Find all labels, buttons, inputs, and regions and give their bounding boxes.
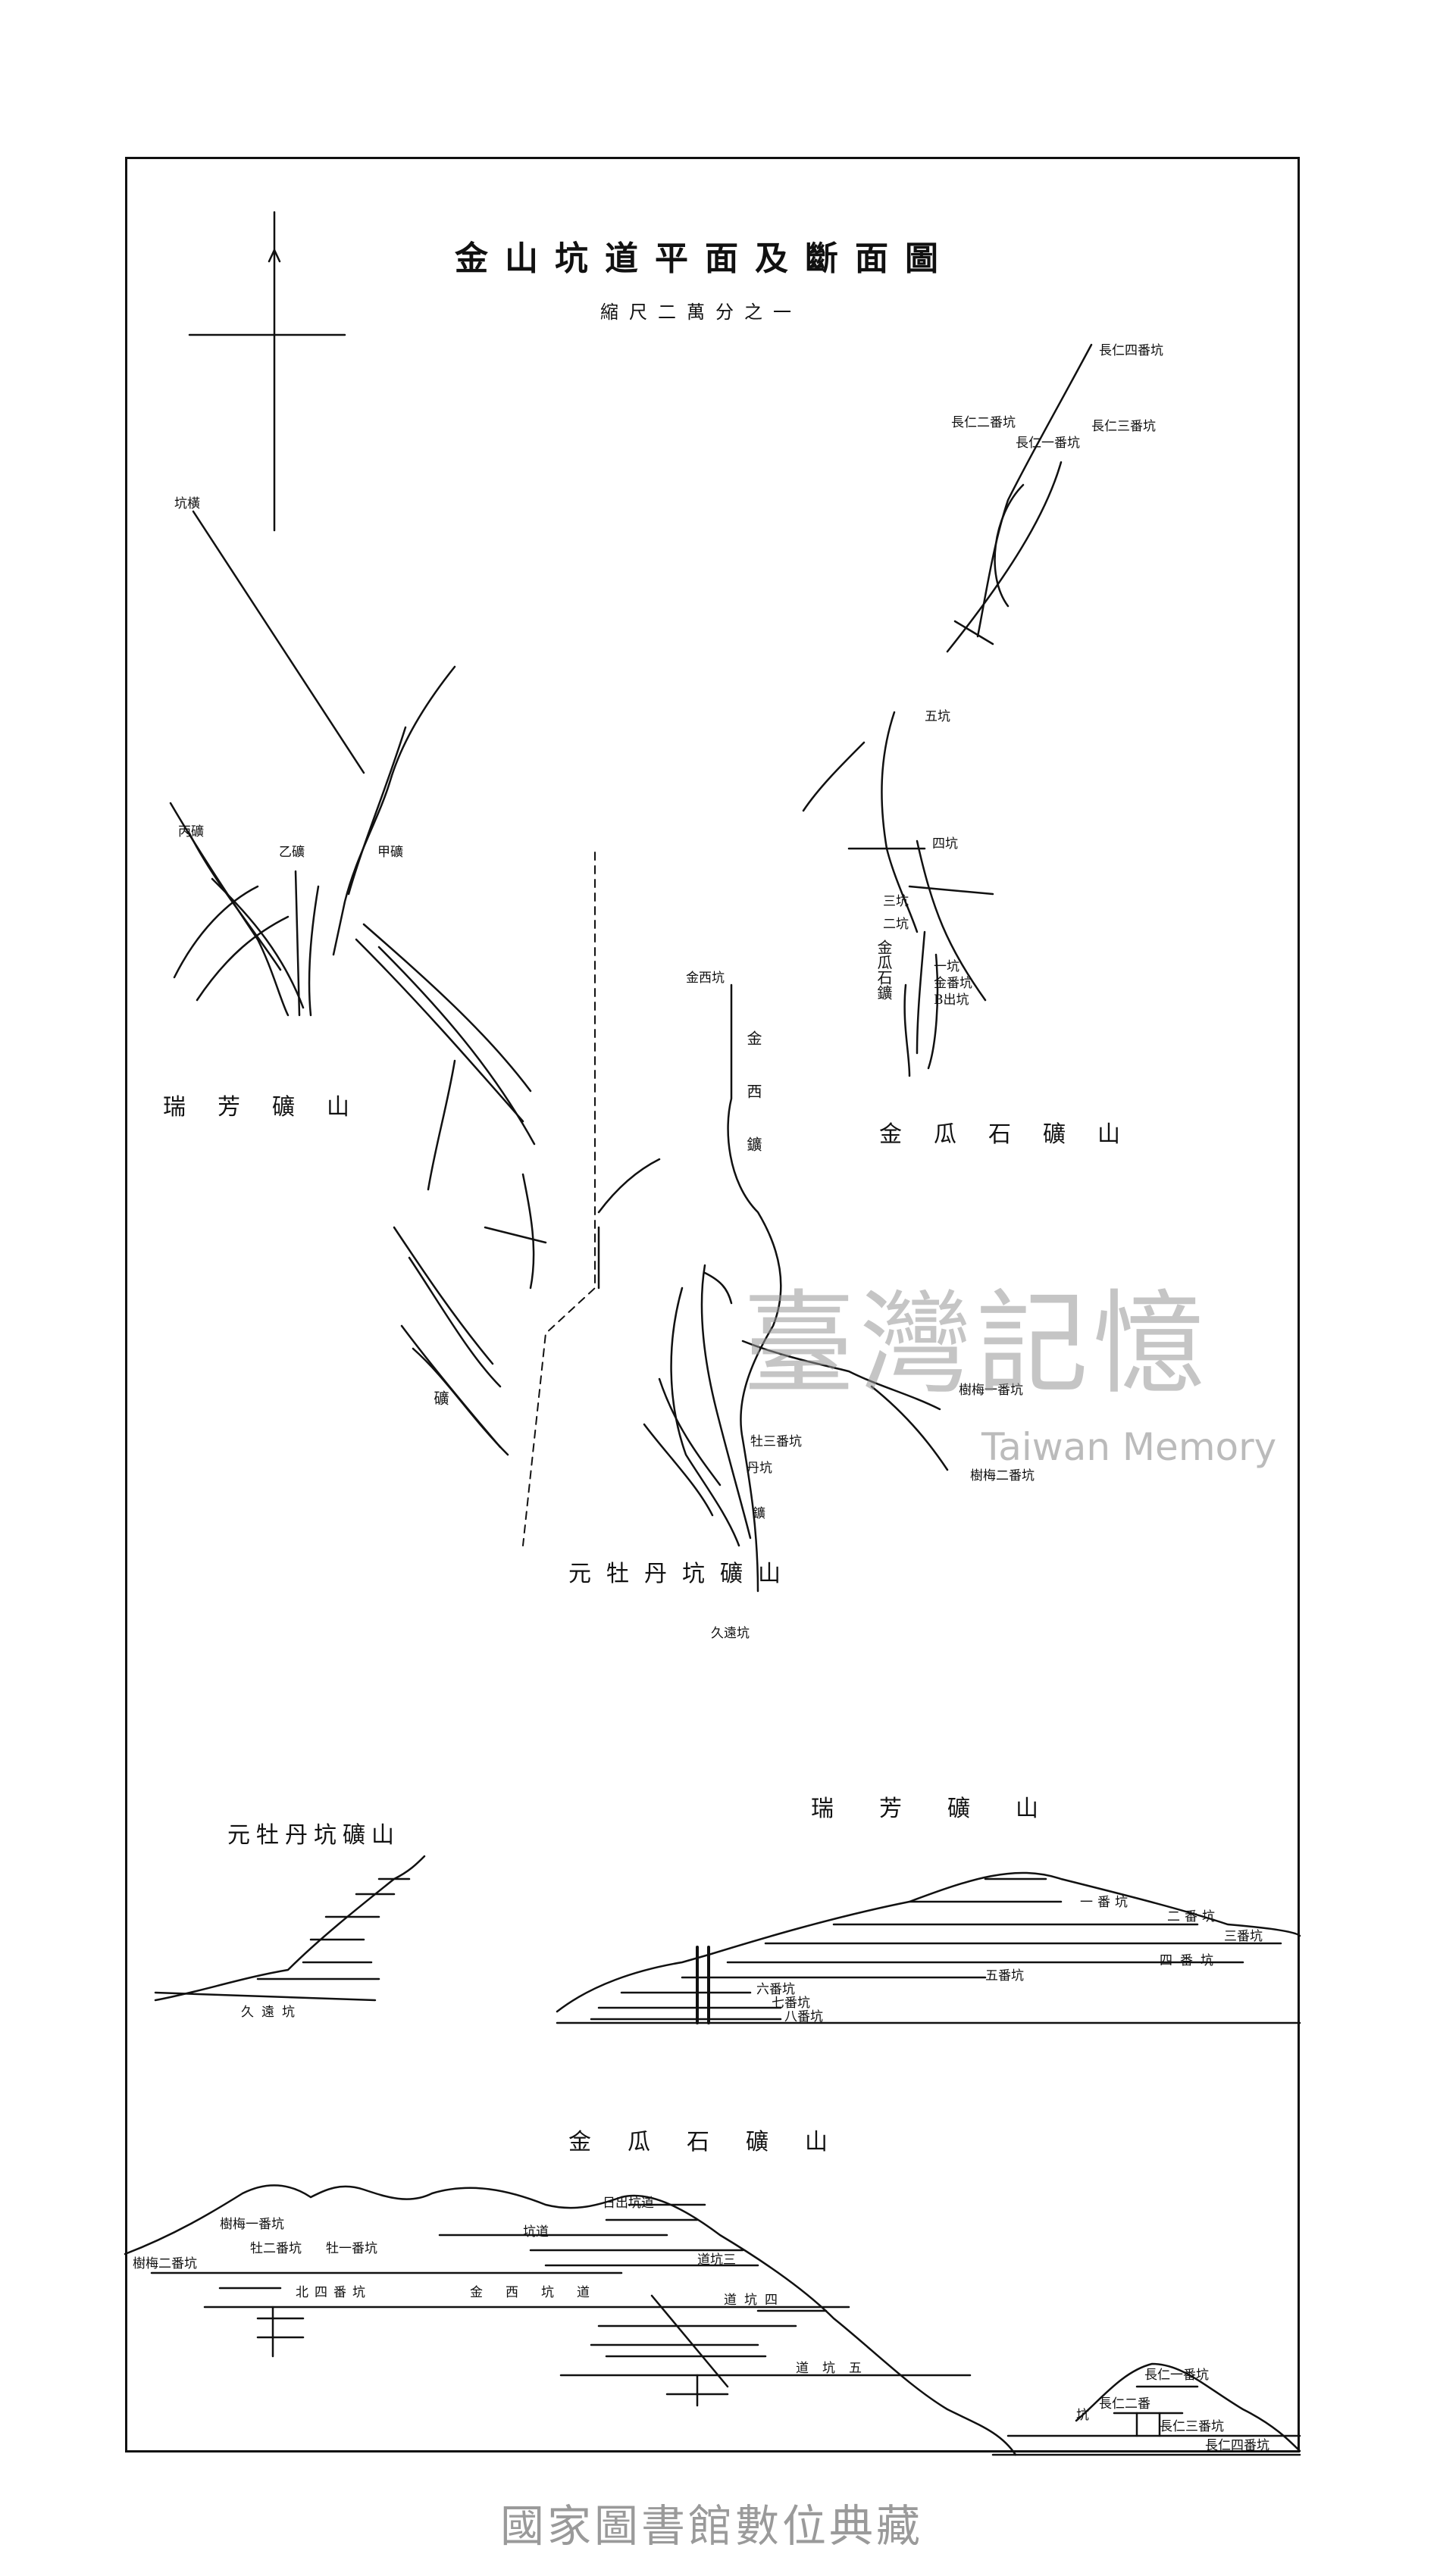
label-changren-1: 長仁一番坑: [1016, 436, 1080, 451]
mudantan-section-drawing: [154, 1855, 426, 2002]
cr-1: 長仁一番坑: [1144, 2368, 1209, 2383]
ruifang-section-label: 瑞芳礦山: [811, 1796, 1084, 1822]
cr-3: 長仁三番坑: [1160, 2419, 1224, 2434]
label-changren-2: 長仁二番坑: [951, 415, 1016, 430]
js-mu-2: 牡二番坑: [250, 2241, 302, 2256]
label-yi-kuang: 乙礦: [279, 845, 305, 860]
ruifang-plan-tunnels: [169, 510, 547, 1456]
sec-fan-8: 八番坑: [784, 2009, 823, 2024]
js-dao-5: 道坑五: [796, 2361, 875, 2376]
page-title: 金山坑道平面及斷面圖: [455, 239, 955, 278]
label-bing-kuang: 丙礦: [178, 824, 204, 839]
label-er-keng: 二坑: [883, 917, 909, 932]
sec-fan-1: 一番坑: [1080, 1895, 1132, 1910]
mudantan-plan-label: 元牡丹坑礦山: [568, 1561, 796, 1587]
js-shu-1: 樹梅一番坑: [220, 2217, 284, 2232]
label-jinxi-vein: 金西鑛: [744, 1030, 762, 1190]
cr-2: 長仁二番: [1099, 2396, 1150, 2412]
sec-fan-2: 二番坑: [1167, 1909, 1219, 1924]
label-wu-keng: 五坑: [925, 709, 950, 724]
cr-4: 長仁四番坑: [1205, 2438, 1269, 2453]
js-dao-4: 道坑四: [724, 2293, 785, 2308]
sec-fan-3: 三番坑: [1224, 1929, 1263, 1944]
label-vein: 鑛: [753, 1506, 765, 1521]
footer-text: 國家圖書館數位典藏: [500, 2500, 924, 2552]
sec-fan-5: 五番坑: [985, 1968, 1024, 1984]
js-ri-chu: 日出坑道: [603, 2196, 654, 2211]
js-north: 北四番坑: [296, 2285, 371, 2300]
label-jia-kuang: 甲礦: [377, 845, 403, 860]
label-kuang-left: 礦: [431, 1390, 449, 1405]
sec-fan-7: 七番坑: [772, 1996, 810, 2011]
label-jinxi-keng: 金西坑: [686, 971, 725, 986]
sec-fan-4: 四番坑: [1160, 1953, 1221, 1968]
mudantan-section-label: 元牡丹坑礦山: [227, 1822, 400, 1849]
label-changren-3: 長仁三番坑: [1091, 419, 1156, 434]
label-jinzhen-keng: 金瓜石鑛: [875, 939, 893, 1000]
label-mudan-keng: 丹坑: [747, 1461, 772, 1476]
ruifang-section-drawing: [556, 1871, 1301, 2024]
jinguashi-plan-label: 金瓜石礦山: [879, 1121, 1152, 1148]
label-b-chu-keng: B出坑: [934, 993, 969, 1008]
label-shu-1: 樹梅一番坑: [959, 1383, 1023, 1398]
jinguashi-plan-tunnels: [802, 343, 1093, 1077]
changren-section-drawing: [991, 2362, 1301, 2456]
js-shu-2: 樹梅二番坑: [133, 2256, 197, 2271]
watermark-english: Taiwan Memory: [981, 1425, 1277, 1469]
ruifang-plan-label: 瑞芳礦山: [163, 1094, 381, 1121]
watermark-chinese: 臺灣記憶: [743, 1279, 1210, 1409]
map-frame: [125, 157, 1300, 2453]
js-dao-keng: 坑道: [523, 2224, 549, 2240]
sec-fan-6: 六番坑: [756, 1982, 795, 1997]
label-heng-keng: 坑橫: [174, 496, 200, 511]
label-yi-keng: 一坑: [934, 959, 959, 974]
js-dao-3: 道坑三: [697, 2252, 736, 2268]
north-arrow-icon: [188, 211, 346, 532]
label-jin-fan-keng: 金番坑: [934, 976, 972, 991]
jinguashi-section-label: 金瓜石礦山: [568, 2129, 864, 2156]
label-changren-4: 長仁四番坑: [1099, 343, 1163, 358]
mudantan-plan-tunnels: [597, 983, 949, 1593]
label-jiuyuan-keng: 久遠坑: [711, 1626, 750, 1641]
js-mu-1: 牡一番坑: [326, 2241, 377, 2256]
scale-note: 縮尺二萬分之一: [600, 302, 802, 323]
js-jinxi: 金西坑道: [470, 2285, 612, 2300]
jinguashi-section-drawing: [124, 2184, 1017, 2456]
label-si-keng: 四坑: [932, 836, 958, 852]
cr-keng: 坑: [1076, 2408, 1089, 2423]
label-mudan-3: 牡三番坑: [750, 1434, 802, 1449]
sec-jiu-keng: 久遠坑: [241, 2005, 302, 2020]
label-san-keng: 三坑: [883, 894, 909, 909]
label-shu-2: 樹梅二番坑: [970, 1468, 1035, 1483]
